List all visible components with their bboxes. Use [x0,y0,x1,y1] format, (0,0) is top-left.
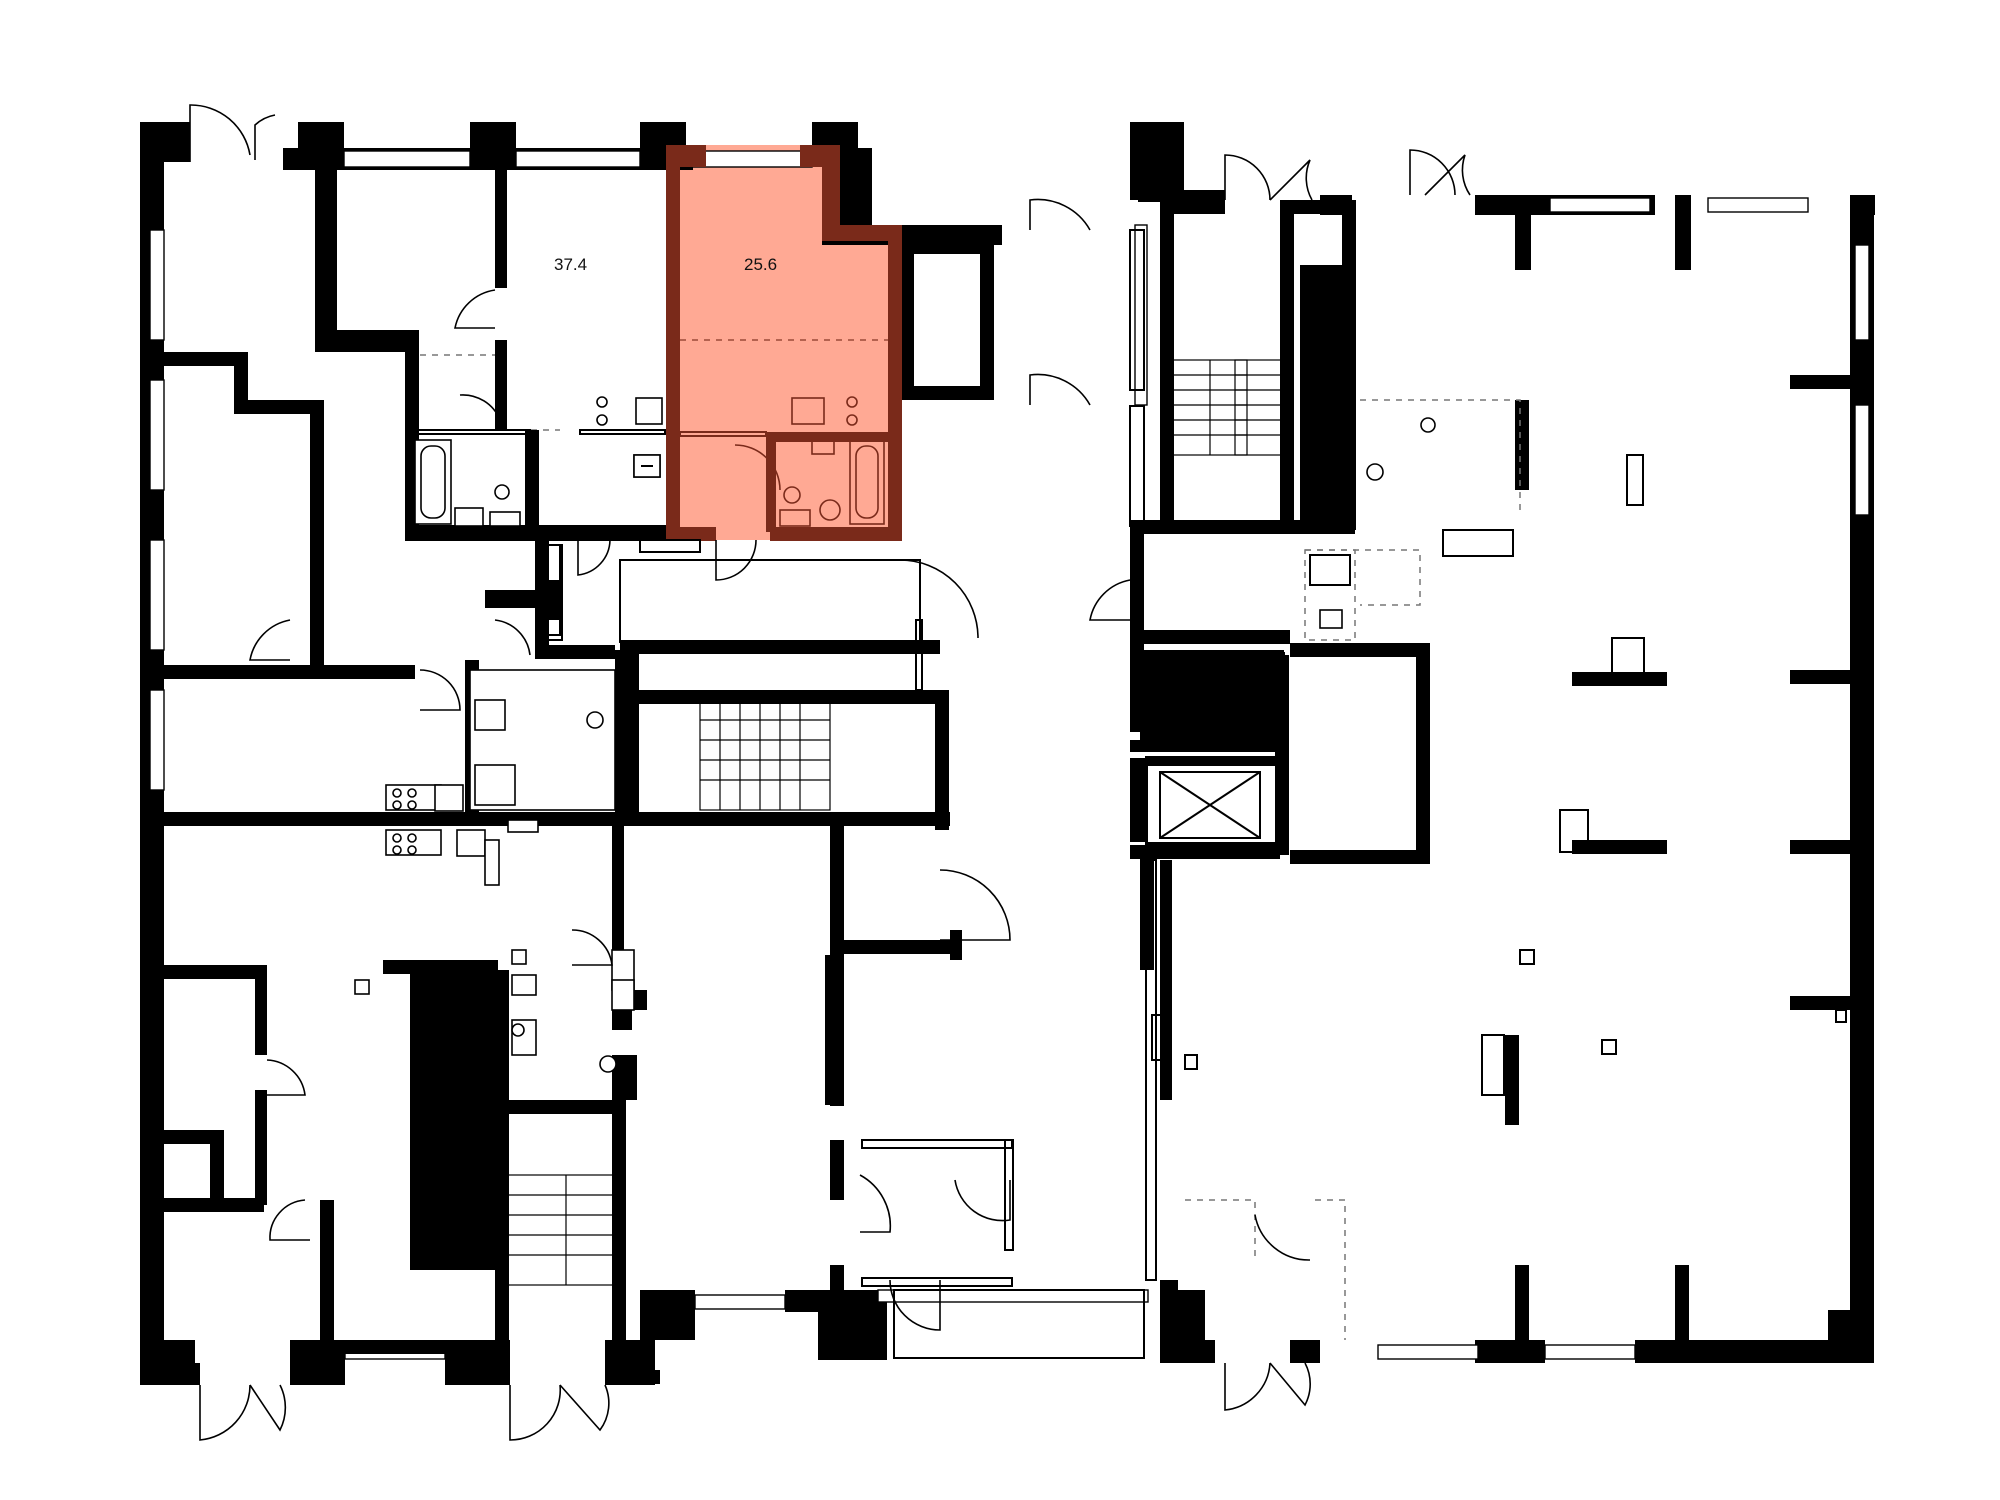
east-dashed [1185,399,1521,1340]
corridors [539,198,1167,1359]
interior-walls-east [1184,195,1855,1340]
unit-a-area-label: 37.4 [554,255,587,274]
highlighted-apartment-walls [666,145,902,581]
area-labels: 37.4 25.6 [554,255,777,274]
west-fixtures [249,544,635,1241]
windows [149,150,1870,1360]
interior-walls-center [623,122,1430,1100]
unit-a-details [405,148,701,576]
exterior-doors [189,104,1471,1441]
outer-walls [140,122,1875,1385]
stairs [506,359,1286,1286]
unit-b-area-label: 25.6 [744,255,777,274]
